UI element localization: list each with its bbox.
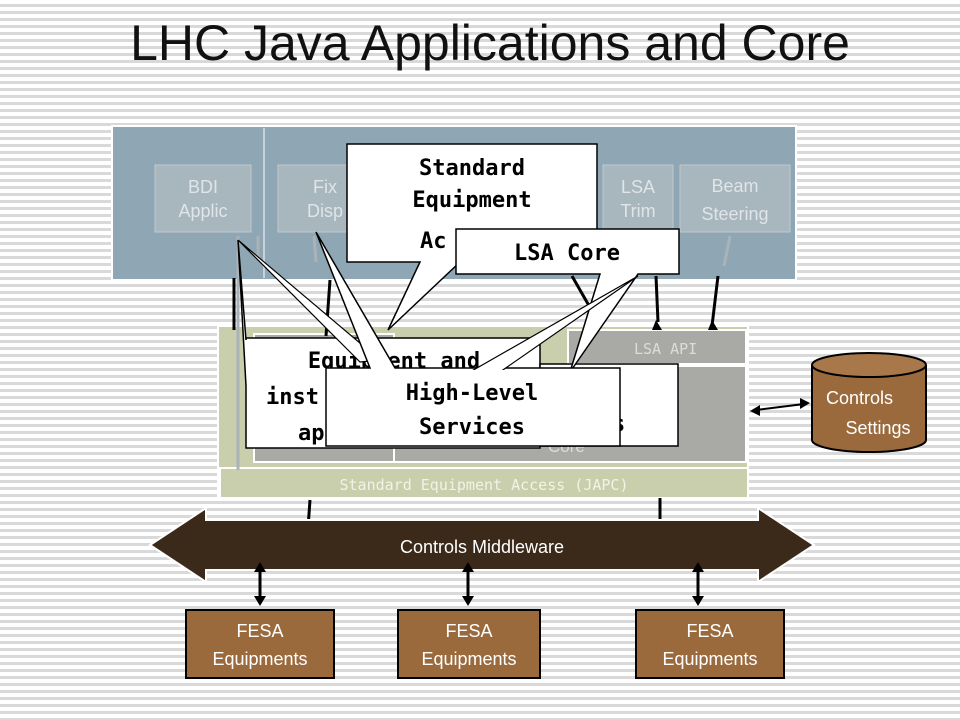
- arrowhead: [708, 320, 718, 330]
- callout-line1: High-Level: [406, 381, 538, 406]
- lsa-api-bar: [567, 329, 747, 365]
- db-connector: [755, 403, 805, 411]
- faded-arrows: [236, 235, 732, 470]
- callout-line2: inst: [266, 385, 319, 410]
- arrow-lsa-api-right: [654, 275, 660, 323]
- app-label-line1: Fix: [313, 177, 337, 197]
- app-box-lsa-trim[interactable]: LSA Trim: [602, 164, 674, 233]
- callout-lsa-core-label: LSA Core: [514, 241, 620, 266]
- app-label-line2: Steering: [701, 204, 768, 224]
- arrowhead: [652, 320, 662, 330]
- fesa-label-line2: Equipments: [421, 649, 516, 669]
- controls-middleware-arrow: Controls Middleware: [148, 506, 816, 584]
- database-label-line2: Settings: [845, 418, 910, 438]
- fesa-equipments-box-3[interactable]: FESA Equipments: [635, 609, 785, 679]
- app-label-line2: Applic: [178, 201, 227, 221]
- japc-strip: [219, 467, 749, 499]
- fesa-connectors: [258, 570, 700, 598]
- middleware-label: Controls Middleware: [400, 537, 564, 557]
- fesa-label-line2: Equipments: [662, 649, 757, 669]
- controls-settings-database[interactable]: Controls Settings: [811, 352, 927, 453]
- callout-lsa-core: LSA Core: [455, 228, 680, 373]
- fesa-label-line1: FESA: [445, 621, 492, 641]
- callout-line2: Services: [419, 415, 525, 440]
- fesa-equipments-box-2[interactable]: FESA Equipments: [397, 609, 541, 679]
- app-label-line2: Disp: [307, 201, 343, 221]
- callout-line1: Standard: [419, 156, 525, 181]
- app-label-line1: BDI: [188, 177, 218, 197]
- app-label-line1: Beam: [711, 176, 758, 196]
- fesa-label-line1: FESA: [236, 621, 283, 641]
- database-label-line1: Controls: [826, 388, 893, 408]
- arrow-steering-down: [710, 275, 720, 327]
- fesa-equipments-box-1[interactable]: FESA Equipments: [185, 609, 335, 679]
- arrowhead: [800, 398, 810, 409]
- app-label-line2: Trim: [620, 201, 655, 221]
- fesa-arrowheads: [254, 562, 704, 606]
- lsa-api-label: LSA API: [634, 340, 697, 358]
- app-box-beam-steering[interactable]: Beam Steering: [679, 164, 791, 233]
- app-box-fixed-display[interactable]: Fix Disp: [277, 164, 349, 233]
- callout-high-level-services: High-Level Services: [315, 231, 639, 447]
- callout-line3: Ac: [420, 229, 447, 254]
- fesa-label-line2: Equipments: [212, 649, 307, 669]
- japc-label: Standard Equipment Access (JAPC): [340, 476, 629, 494]
- app-box-bdi[interactable]: BDI Applic: [154, 164, 252, 233]
- page-title: LHC Java Applications and Core: [130, 15, 850, 71]
- app-label-line1: LSA: [621, 177, 655, 197]
- callout-line3: ap: [298, 421, 325, 446]
- fesa-label-line1: FESA: [686, 621, 733, 641]
- callout-line2: Equipment: [412, 188, 531, 213]
- arrowhead: [750, 405, 760, 416]
